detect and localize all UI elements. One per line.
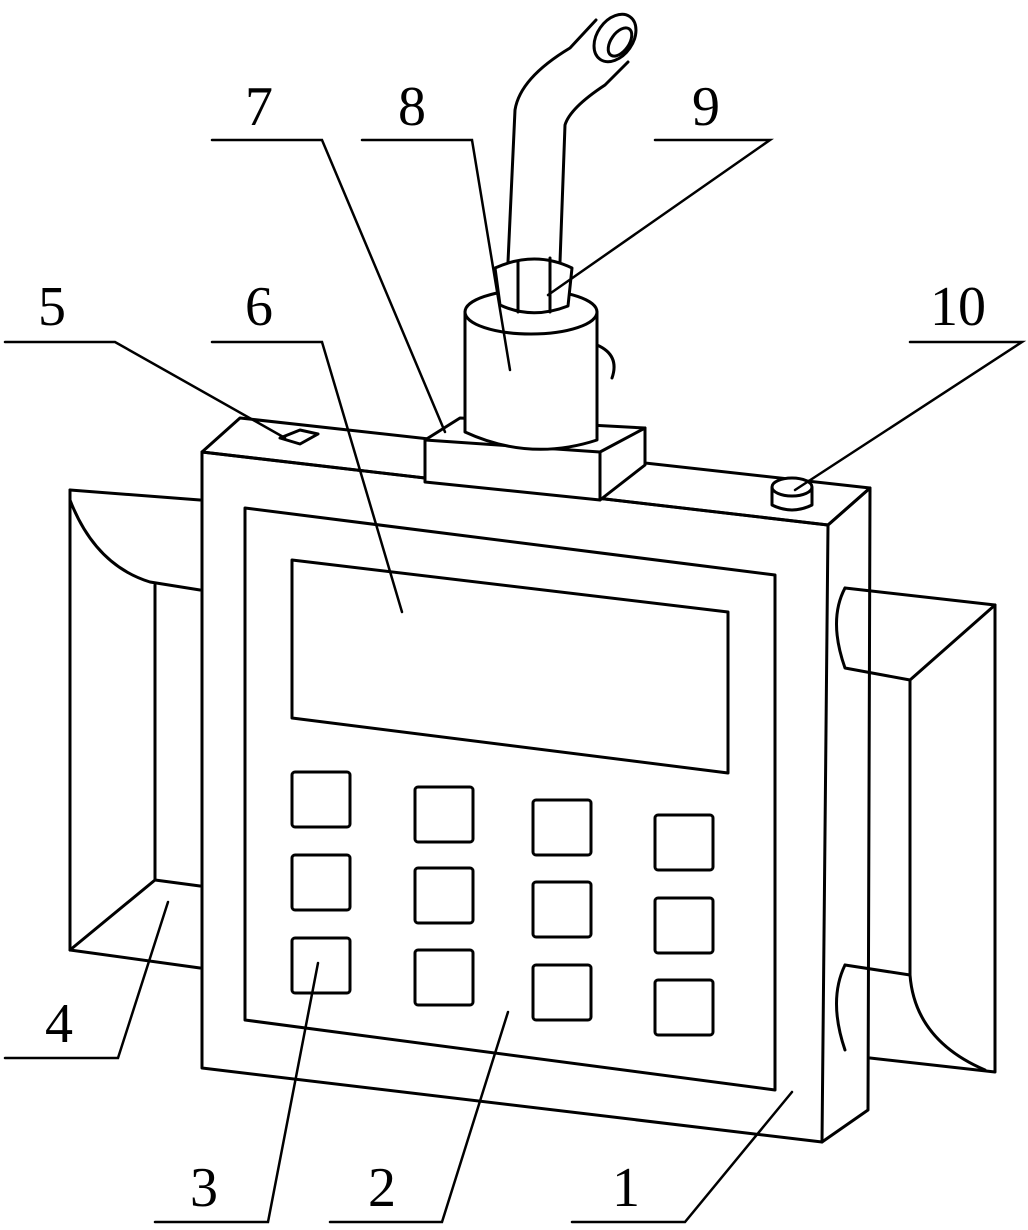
key <box>290 936 352 995</box>
label-7: 7 <box>245 76 273 138</box>
label-6: 6 <box>245 276 273 338</box>
key <box>413 785 475 844</box>
leader-lines <box>3 138 1027 1224</box>
key <box>653 896 715 955</box>
label-3: 3 <box>190 1157 218 1219</box>
label-1: 1 <box>612 1157 640 1219</box>
right-handle <box>835 586 997 1074</box>
label-4: 4 <box>45 993 73 1055</box>
key <box>290 853 352 912</box>
left-handle <box>68 488 202 970</box>
label-9: 9 <box>692 76 720 138</box>
labels: 5 6 7 8 9 10 4 3 2 1 <box>38 76 986 1219</box>
key <box>653 813 715 872</box>
label-10: 10 <box>930 276 986 338</box>
key <box>290 770 352 829</box>
keypad <box>290 770 715 1037</box>
key <box>531 880 593 939</box>
label-5: 5 <box>38 276 66 338</box>
key <box>531 798 593 857</box>
housing <box>200 416 872 1144</box>
key <box>413 948 475 1007</box>
top-slot <box>278 428 320 446</box>
label-8: 8 <box>398 76 426 138</box>
hex-nut <box>493 256 574 315</box>
cylinder-body <box>463 288 616 451</box>
front-panel <box>243 506 777 1092</box>
display-screen <box>290 558 730 775</box>
label-2: 2 <box>368 1157 396 1219</box>
knob <box>770 476 814 512</box>
key <box>531 963 593 1022</box>
tube <box>506 12 638 264</box>
key <box>413 866 475 925</box>
key <box>653 978 715 1037</box>
